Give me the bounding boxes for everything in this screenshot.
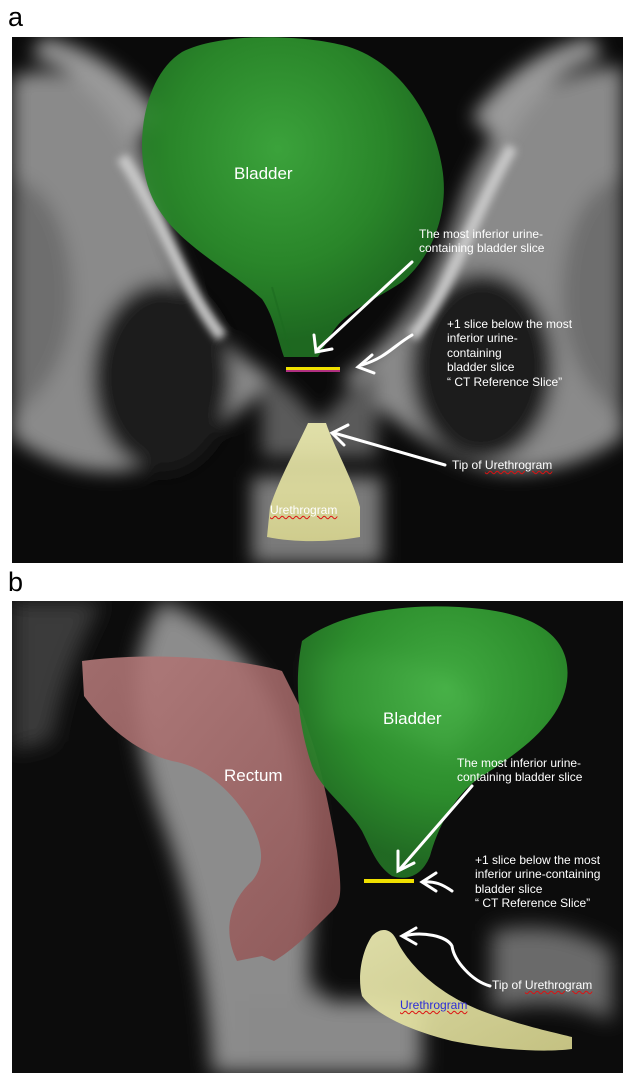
inferior-slice-label-sagittal: The most inferior urine- containing blad… xyxy=(457,756,582,785)
urethrogram-label-sagittal: Urethrogram xyxy=(400,998,467,1012)
bladder-label-sagittal: Bladder xyxy=(383,709,442,729)
panel-a-letter: a xyxy=(8,4,23,31)
tip-urethrogram-word-sagittal: Urethrogram xyxy=(525,978,592,992)
tip-urethrogram-word: Urethrogram xyxy=(485,458,552,472)
ct-coronal-rendering xyxy=(12,37,623,563)
bladder-label: Bladder xyxy=(234,164,293,184)
panel-b-image: Bladder Rectum The most inferior urine- … xyxy=(12,601,623,1073)
ct-reference-slice-line-sagittal xyxy=(364,879,414,883)
rectum-label: Rectum xyxy=(224,766,283,786)
ct-reference-slice-line xyxy=(286,367,340,370)
urethrogram-label: Urethrogram xyxy=(270,503,337,517)
tip-of-urethrogram-label: Tip of Urethrogram xyxy=(452,458,552,472)
inferior-slice-label: The most inferior urine- containing blad… xyxy=(419,227,544,256)
tip-of-urethrogram-label-sagittal: Tip of Urethrogram xyxy=(492,978,592,992)
ct-sagittal-rendering xyxy=(12,601,623,1073)
reference-slice-label: +1 slice below the most inferior urine- … xyxy=(447,317,572,389)
reference-slice-label-sagittal: +1 slice below the most inferior urine-c… xyxy=(475,853,600,911)
panel-a-image: Bladder The most inferior urine- contain… xyxy=(12,37,623,563)
panel-b-letter: b xyxy=(8,569,23,596)
